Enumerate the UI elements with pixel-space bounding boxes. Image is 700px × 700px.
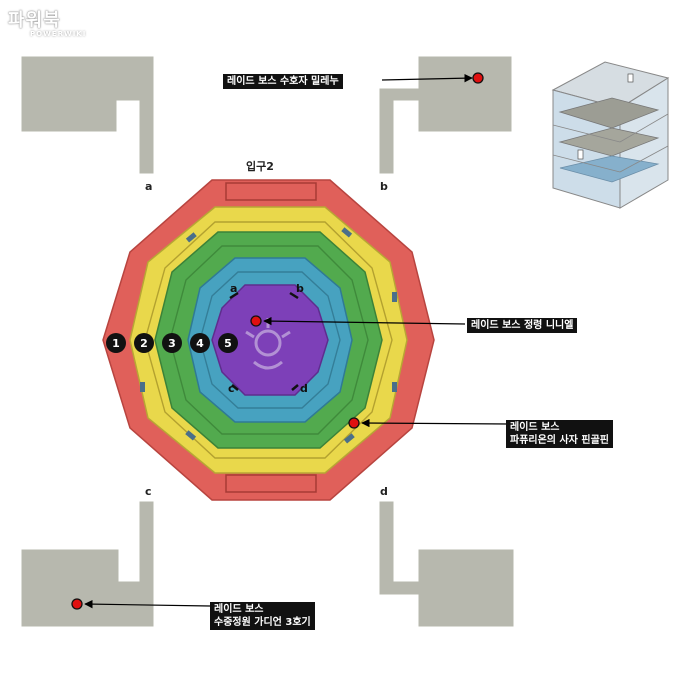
building-cube-icon <box>551 61 670 209</box>
room-label-a: a <box>145 180 152 193</box>
inner-label-c: c <box>228 382 235 395</box>
inner-portals <box>229 291 299 391</box>
room-a <box>18 53 157 177</box>
gate-bottom <box>225 474 317 493</box>
boss-label-pingolpin: 레이드 보스 파퓨리온의 사자 핀골핀 <box>506 420 613 448</box>
entrance-label: 입구2 <box>246 160 274 173</box>
zone-number-3: 3 <box>168 337 176 350</box>
boss-marker-icon <box>250 315 262 327</box>
inner-label-d: d <box>300 382 308 395</box>
room-label-d: d <box>380 485 388 498</box>
zone-number-1: 1 <box>112 337 120 350</box>
pointer-arrow-icon <box>84 73 511 609</box>
inner-label-a: a <box>230 282 237 295</box>
boss-label-millenu: 레이드 보스 수호자 밀레누 <box>223 74 343 89</box>
boss-marker-icon <box>472 72 484 84</box>
watermark-sub: POWERWIKI <box>30 30 87 38</box>
boss-label-guardian: 레이드 보스 수중정원 가디언 3호기 <box>210 602 315 630</box>
room-d <box>376 498 517 630</box>
boss-label-ninielle: 레이드 보스 정령 니니엘 <box>467 318 578 333</box>
boss-markers <box>71 72 484 610</box>
room-b <box>376 53 515 177</box>
zone-number-2: 2 <box>140 337 148 350</box>
corridor-lines <box>144 221 393 459</box>
zone-number-5: 5 <box>224 337 232 350</box>
watermark-logo: 파워북 <box>8 10 61 31</box>
room-label-c: c <box>145 485 152 498</box>
zone-number-4: 4 <box>196 337 204 350</box>
boss-marker-icon <box>348 417 360 429</box>
ring-doors <box>140 227 397 444</box>
boss-marker-icon <box>71 598 83 610</box>
zone-5 <box>211 284 329 396</box>
room-label-b: b <box>380 180 388 193</box>
room-c <box>18 498 157 630</box>
zone-badges <box>106 333 238 353</box>
inner-label-b: b <box>296 282 304 295</box>
gate-top <box>225 182 317 201</box>
